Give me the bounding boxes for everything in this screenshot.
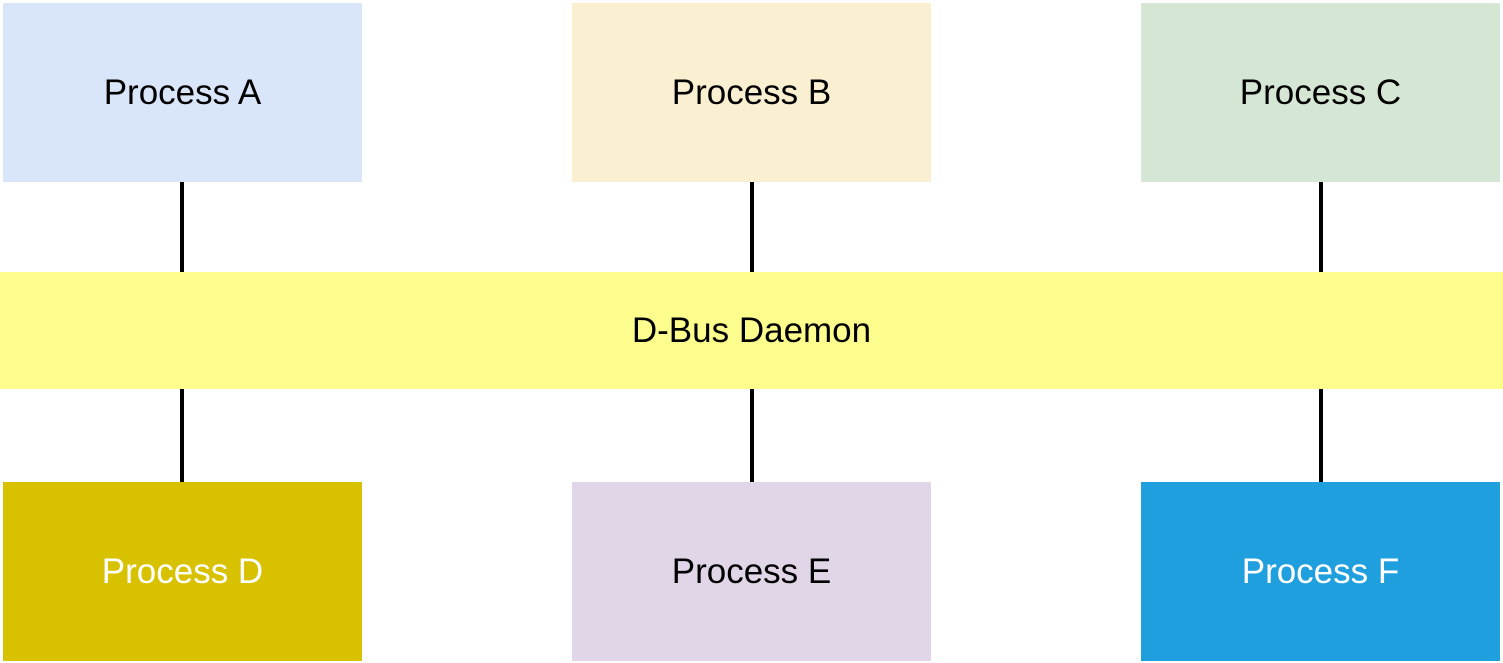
process-node-f-label: Process F bbox=[1241, 551, 1400, 591]
process-node-c: Process C bbox=[1141, 3, 1500, 182]
process-node-b: Process B bbox=[572, 3, 931, 182]
connector-line-bus-f bbox=[1319, 389, 1323, 482]
process-node-f: Process F bbox=[1141, 482, 1500, 661]
connector-line-a-bus bbox=[180, 182, 184, 272]
process-node-b-label: Process B bbox=[671, 72, 832, 112]
process-node-e-label: Process E bbox=[671, 551, 832, 591]
process-node-e: Process E bbox=[572, 482, 931, 661]
process-node-a-label: Process A bbox=[103, 72, 262, 112]
connector-line-bus-d bbox=[180, 389, 184, 482]
dbus-daemon-bar: D-Bus Daemon bbox=[0, 272, 1503, 389]
process-node-c-label: Process C bbox=[1239, 72, 1402, 112]
connector-line-bus-e bbox=[750, 389, 754, 482]
process-node-d: Process D bbox=[3, 482, 362, 661]
connector-line-c-bus bbox=[1319, 182, 1323, 272]
connector-line-b-bus bbox=[750, 182, 754, 272]
process-node-d-label: Process D bbox=[101, 551, 264, 591]
process-node-a: Process A bbox=[3, 3, 362, 182]
dbus-daemon-label: D-Bus Daemon bbox=[631, 310, 872, 350]
